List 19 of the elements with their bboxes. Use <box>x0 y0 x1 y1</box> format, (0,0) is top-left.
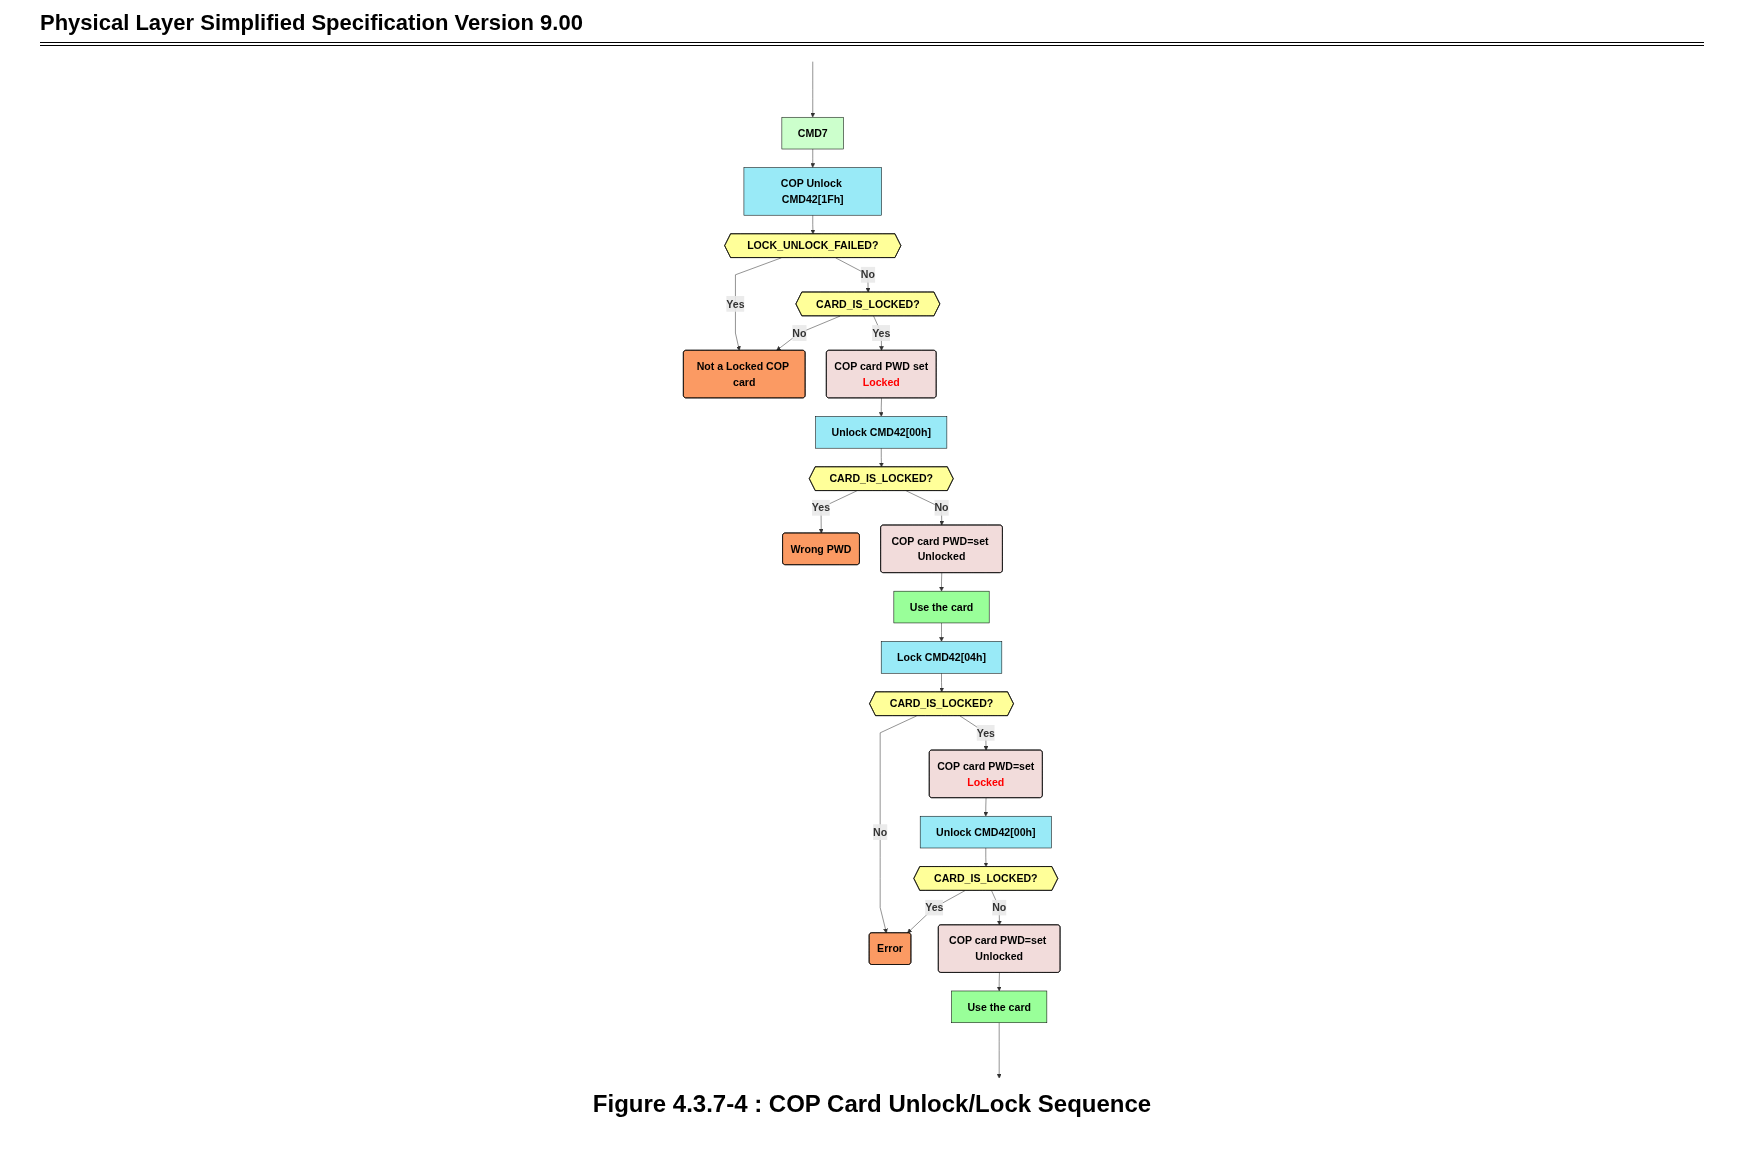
edge-label: Yes <box>976 727 996 739</box>
edge-label: Yes <box>872 327 891 339</box>
node-box: Use the card <box>893 590 990 624</box>
header-title: Physical Layer Simplified Specification Version 9.00 <box>40 10 1704 46</box>
edge-label: No <box>934 501 949 514</box>
edge-label: No <box>861 268 876 281</box>
node-box: CMD7 <box>781 117 845 150</box>
node-box: Unlock CMD42[00h] <box>815 416 948 449</box>
node-box: Use the card <box>951 990 1048 1023</box>
node-box: Unlock CMD42[00h] <box>920 815 1052 849</box>
node-box: COP Unlock CMD42[1Fh] <box>743 167 883 216</box>
edge-label: No <box>992 901 1007 914</box>
edge-label: No <box>873 826 888 838</box>
edge-label: Yes <box>812 501 831 514</box>
figure-caption: Figure 4.3.7-4 : COP Card Unlock/Lock Sequence <box>591 1090 1153 1118</box>
edge-label: No <box>792 327 807 339</box>
edge-label: Yes <box>925 901 944 914</box>
edge-label: Yes <box>726 298 745 310</box>
node-box: Lock CMD42[04h] <box>881 641 1003 674</box>
